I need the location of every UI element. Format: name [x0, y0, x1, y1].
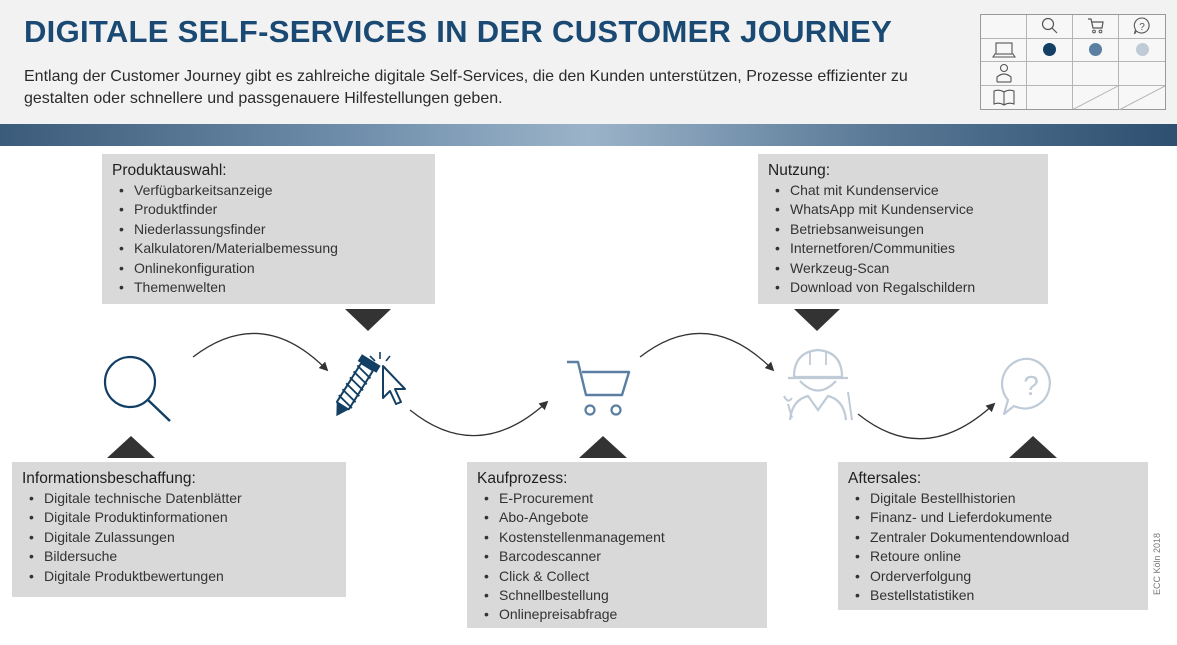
list-item: Werkzeug-Scan: [768, 259, 1038, 279]
box-list: E-Procurement Abo-Angebote Kostenstellen…: [477, 489, 757, 625]
list-item: Click & Collect: [477, 567, 757, 587]
list-item: Barcodescanner: [477, 547, 757, 567]
list-item: Betriebsanweisungen: [768, 220, 1038, 240]
box-kaufprozess: Kaufprozess: E-Procurement Abo-Angebote …: [467, 462, 767, 628]
list-item: WhatsApp mit Kundenservice: [768, 200, 1038, 220]
list-item: Finanz- und Lieferdokumente: [848, 508, 1138, 528]
pointer-triangle-produkt: [345, 309, 391, 331]
flow-arrow-2: [409, 400, 549, 437]
pointer-triangle-after: [1009, 436, 1057, 458]
pointer-triangle-nutzung: [794, 309, 840, 331]
legend-empty-4: [1027, 85, 1073, 109]
list-item: Digitale Produktbewertungen: [22, 567, 336, 587]
list-item: Themenwelten: [112, 278, 425, 298]
list-item: Digitale technische Datenblätter: [22, 489, 336, 509]
list-item: Schnellbestellung: [477, 586, 757, 606]
box-informationsbeschaffung: Informationsbeschaffung: Digitale techni…: [12, 462, 346, 597]
legend-row-book: [981, 85, 1027, 109]
legend-empty-5: [1073, 85, 1119, 109]
legend-dot-1: [1027, 38, 1073, 62]
list-item: Bildersuche: [22, 547, 336, 567]
worker-icon: [783, 348, 853, 421]
list-item: Internetforen/Communities: [768, 239, 1038, 259]
box-title: Informationsbeschaffung:: [22, 470, 196, 487]
list-item: Chat mit Kundenservice: [768, 181, 1038, 201]
legend-dot-3: [1119, 39, 1165, 62]
box-title: Kaufprozess:: [477, 470, 568, 487]
list-item: Bestellstatistiken: [848, 586, 1138, 606]
book-icon: [992, 89, 1015, 106]
box-title: Nutzung:: [768, 162, 831, 179]
search-icon: [103, 355, 171, 422]
box-list: Digitale technische Datenblätter Digital…: [22, 489, 336, 586]
header-banner-image: [0, 124, 1177, 146]
list-item: Abo-Angebote: [477, 508, 757, 528]
person-icon: [995, 64, 1012, 83]
legend-diagonal: [1119, 85, 1165, 110]
flow-arrow-1: [192, 332, 329, 372]
legend-row-person: [981, 62, 1027, 86]
box-aftersales: Aftersales: Digitale Bestellhistorien Fi…: [838, 462, 1148, 610]
list-item: Retoure online: [848, 547, 1138, 567]
list-item: Orderverfolgung: [848, 567, 1138, 587]
legend-empty-6: [1119, 85, 1165, 110]
copyright-credit: ECC Köln 2018: [1152, 532, 1162, 595]
list-item: Verfügbarkeitsanzeige: [112, 181, 425, 201]
laptop-icon: [991, 42, 1016, 58]
search-icon: [1041, 18, 1057, 34]
flow-arrow-4: [857, 402, 996, 440]
legend-empty-2: [1073, 62, 1119, 86]
box-list: Digitale Bestellhistorien Finanz- und Li…: [848, 489, 1138, 606]
box-nutzung: Nutzung: Chat mit Kundenservice WhatsApp…: [758, 154, 1048, 304]
pointer-triangle-info: [107, 436, 155, 458]
box-list: Verfügbarkeitsanzeige Produktfinder Nied…: [112, 181, 425, 298]
cart-icon: [1087, 18, 1104, 34]
svg-text:?: ?: [1139, 22, 1145, 33]
legend-empty-1: [1027, 62, 1073, 86]
list-item: Onlinekonfiguration: [112, 259, 425, 279]
page-subtitle: Entlang der Customer Journey gibt es zah…: [24, 68, 908, 107]
list-item: Onlinepreisabfrage: [477, 605, 757, 625]
legend-header-search: [1027, 15, 1073, 39]
list-item: Digitale Bestellhistorien: [848, 489, 1138, 509]
question-bubble-icon: ?: [1133, 17, 1150, 35]
legend-corner: [981, 15, 1027, 39]
list-item: Niederlassungsfinder: [112, 220, 425, 240]
list-item: Digitale Zulassungen: [22, 528, 336, 548]
list-item: E-Procurement: [477, 489, 757, 509]
list-item: Zentraler Dokumentendownload: [848, 528, 1138, 548]
legend-diagonal: [1073, 85, 1118, 109]
box-title: Aftersales:: [848, 470, 922, 487]
legend-dot-2: [1073, 38, 1119, 62]
pointer-triangle-kauf: [579, 436, 627, 458]
legend-header-question: ?: [1119, 15, 1165, 39]
list-item: Kostenstellenmanagement: [477, 528, 757, 548]
list-item: Produktfinder: [112, 200, 425, 220]
cart-icon: [567, 360, 631, 416]
legend-matrix: ?: [980, 14, 1166, 110]
legend-empty-3: [1119, 62, 1165, 86]
box-produktauswahl: Produktauswahl: Verfügbarkeitsanzeige Pr…: [102, 154, 435, 304]
box-title: Produktauswahl:: [112, 162, 227, 179]
box-list: Chat mit Kundenservice WhatsApp mit Kund…: [768, 181, 1038, 298]
list-item: Download von Regalschildern: [768, 278, 1038, 298]
legend-row-laptop: [981, 38, 1027, 62]
screw-click-icon: [336, 352, 406, 417]
page-title: DIGITALE SELF-SERVICES IN DER CUSTOMER J…: [24, 14, 893, 49]
legend-header-cart: [1073, 15, 1119, 39]
list-item: Digitale Produktinformationen: [22, 508, 336, 528]
svg-text:?: ?: [1023, 370, 1039, 401]
list-item: Kalkulatoren/Materialbemessung: [112, 239, 425, 259]
question-bubble-icon: ?: [1001, 357, 1051, 416]
flow-arrow-3: [639, 332, 775, 372]
